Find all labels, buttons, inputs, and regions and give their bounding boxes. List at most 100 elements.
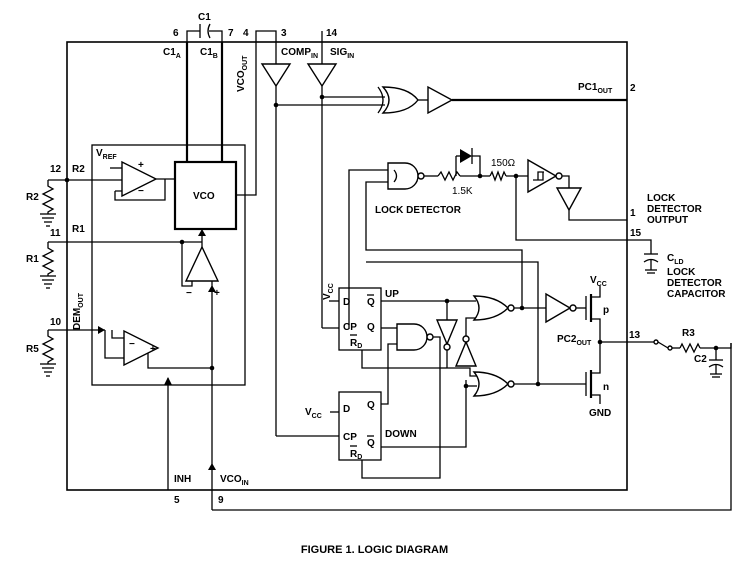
r5-resistor (41, 330, 55, 364)
r1-resistor (41, 242, 55, 276)
schmitt-inverter (527, 158, 558, 194)
res-1k5 (437, 170, 461, 182)
lock-out-line-3: OUTPUT (647, 215, 688, 226)
dem-opamp (123, 329, 160, 367)
pin-15: 15 (630, 228, 642, 239)
up-flipflop (338, 287, 382, 351)
pin-2: 2 (630, 83, 636, 94)
pc2-out-label: PC2OUT (557, 334, 592, 347)
pin-11: 11 (50, 228, 61, 239)
pc1-out-label: PC1OUT (578, 82, 613, 95)
r2-ground-icon (40, 213, 56, 227)
pin-9: 9 (218, 495, 224, 506)
down-label: DOWN (385, 429, 417, 440)
pin-13: 13 (629, 330, 641, 341)
down-flipflop (338, 391, 382, 461)
pin-12: 12 (50, 164, 62, 175)
up-nor (472, 295, 509, 321)
r2-label: R2 (26, 192, 39, 203)
vco-out-label: VCOOUT (236, 55, 249, 92)
analog-block (91, 144, 246, 386)
ff1-q: Q (367, 322, 375, 333)
lock-detector-label: LOCK DETECTOR (375, 205, 462, 216)
pin-1: 1 (630, 208, 636, 219)
pc2-switch (653, 339, 673, 351)
comp-in-label: COMPIN (281, 47, 318, 60)
pin-5: 5 (174, 495, 180, 506)
ff2-q: Q (367, 400, 375, 411)
pin-14: 14 (326, 28, 338, 39)
res-150-label: 150Ω (491, 158, 516, 169)
vco-block (173, 160, 238, 231)
ff2-qbar: Q (367, 438, 375, 449)
comp-in-buffer (260, 63, 292, 88)
r1-label: R1 (26, 254, 39, 265)
res-1k5-label: 1.5K (452, 186, 473, 197)
r3-label: R3 (682, 328, 695, 339)
ff1-d: D (343, 297, 350, 308)
dem-opamp-minus: − (129, 339, 135, 350)
c1-capacitor (186, 23, 223, 42)
pin-10: 10 (50, 317, 62, 328)
ff2-rd: RD (350, 449, 362, 461)
inh-label: INH (174, 474, 191, 485)
c1-label: C1 (198, 12, 211, 23)
down-inverter (454, 340, 478, 367)
ff1-qbar: Q (367, 297, 375, 308)
pc1-buffer (427, 85, 454, 115)
pin-6: 6 (173, 28, 179, 39)
p-mosfet (585, 286, 601, 342)
c2-capacitor (708, 348, 724, 378)
p-label: p (603, 305, 609, 316)
r1-opamp-minus: − (186, 288, 192, 299)
dem-opamp-plus: + (150, 344, 156, 355)
reset-nand (396, 323, 428, 351)
figure-caption: FIGURE 1. LOGIC DIAGRAM (300, 544, 449, 556)
r5-label: R5 (26, 344, 39, 355)
ff1-cp: CP (343, 322, 357, 333)
lock-out-line-1: LOCK (647, 193, 676, 204)
cld-capacitor (643, 253, 659, 274)
vref-opamp (121, 160, 158, 198)
vref-plus: + (138, 160, 144, 171)
vcc-ff1-label: VCC (322, 283, 335, 300)
vco-in-label: VCOIN (220, 474, 249, 487)
n-mosfet (585, 342, 601, 404)
r3-resistor (679, 342, 701, 354)
vco-block-label: VCO (193, 191, 215, 202)
r1-ground-icon (40, 275, 56, 289)
xor-gate (377, 86, 419, 114)
sig-in-buffer (306, 63, 338, 88)
vcc-upper-label: VCC (590, 275, 607, 288)
vco-input-arrow (198, 229, 206, 236)
vref-label: VREF (96, 148, 117, 161)
r2-resistor (41, 180, 55, 214)
pc2-p-driver (545, 292, 572, 324)
sig-in-label: SIGIN (330, 47, 354, 60)
lock-output-buffer (555, 187, 583, 212)
dem-out-label: DEMOUT (72, 292, 85, 330)
pin-4: 4 (243, 28, 249, 39)
ff2-cp: CP (343, 432, 357, 443)
vcc-ff2-label: VCC (305, 407, 322, 420)
vref-minus: − (138, 186, 144, 197)
cld-desc-2: DETECTOR (667, 278, 723, 289)
cld-desc-3: CAPACITOR (667, 289, 726, 300)
c1a-label: C1A (163, 47, 181, 60)
r2-int-label: R2 (72, 164, 85, 175)
pin-7: 7 (228, 28, 234, 39)
r1-int-label: R1 (72, 224, 85, 235)
res-150 (489, 170, 507, 182)
cld-label: CLD (667, 253, 684, 266)
r1-opamp (184, 245, 220, 282)
gnd-label: GND (589, 408, 611, 419)
r5-ground-icon (40, 363, 56, 377)
c1b-label: C1B (200, 47, 218, 60)
down-nor (472, 371, 509, 397)
n-label: n (603, 382, 609, 393)
up-label: UP (385, 289, 399, 300)
ff1-rd: RD (350, 338, 362, 350)
ff2-d: D (343, 404, 350, 415)
lock-detector-nand (387, 162, 419, 190)
